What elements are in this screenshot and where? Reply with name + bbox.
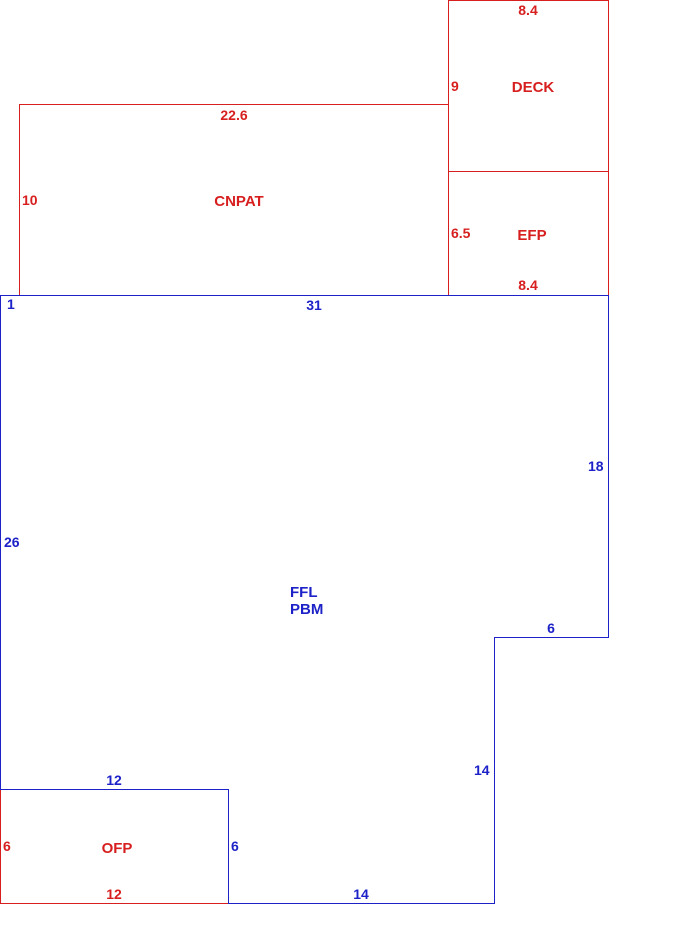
deck-area-label: DECK	[512, 79, 555, 96]
efp-left-dimension: 6.5	[451, 225, 471, 241]
cnpat-labels: 22.6 10 CNPAT 1	[7, 107, 264, 312]
deck-top-dimension: 8.4	[518, 2, 538, 18]
cnpat-top-dimension: 22.6	[220, 107, 247, 123]
cnpat-left-dimension: 10	[22, 192, 38, 208]
ofp-area-label: OFP	[102, 840, 133, 857]
ffl-ofp-top-dimension: 12	[106, 772, 122, 788]
ffl-labels: 31 18 26 FFL PBM 6 14 12 6 14	[4, 297, 604, 902]
ffl-area-label-line-2: PBM	[290, 601, 323, 618]
ffl-bottom-dimension: 14	[353, 886, 369, 902]
efp-area-label: EFP	[517, 227, 546, 244]
ffl-area-label-line-1: FFL	[290, 584, 318, 601]
ffl-left-dimension: 26	[4, 534, 20, 550]
cnpat-area-label: CNPAT	[214, 193, 263, 210]
ffl-step-top-dimension: 6	[547, 620, 555, 636]
ofp-bottom-dimension: 12	[106, 886, 122, 902]
ffl-step-side-dimension: 14	[474, 762, 490, 778]
ffl-ofp-side-dimension: 6	[231, 838, 239, 854]
efp-labels: 6.5 EFP 8.4	[451, 225, 547, 293]
ofp-left-dimension: 6	[3, 838, 11, 854]
sketch-lines	[0, 0, 610, 905]
efp-bottom-dimension: 8.4	[518, 277, 538, 293]
ofp-labels: 6 OFP 12	[3, 838, 132, 902]
ffl-outline	[0, 294, 610, 905]
ffl-right-dimension: 18	[588, 458, 604, 474]
cnpat-bottom-left-dimension: 1	[7, 296, 15, 312]
deck-labels: 8.4 9 DECK	[451, 2, 554, 96]
ffl-top-dimension: 31	[306, 297, 322, 313]
deck-left-dimension: 9	[451, 78, 459, 94]
